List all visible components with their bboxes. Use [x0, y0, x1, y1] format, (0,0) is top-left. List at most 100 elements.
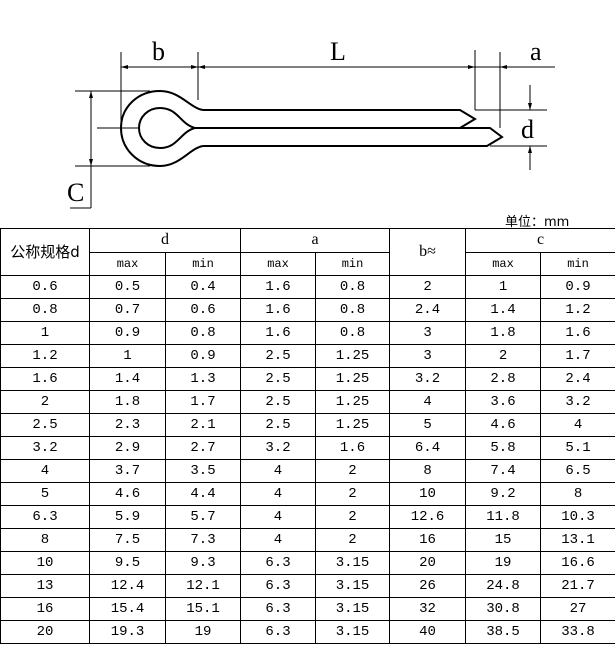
cell-a-min: 0.8	[314, 321, 391, 345]
cell-c-min: 10.3	[540, 505, 615, 529]
cell-b: 8	[389, 459, 467, 483]
cell-a-max: 6.3	[240, 551, 316, 575]
cell-nominal: 2	[0, 390, 90, 414]
cell-d-max: 15.4	[89, 597, 166, 621]
cell-c-min: 2.4	[540, 367, 615, 391]
cell-b: 32	[389, 597, 467, 621]
cell-a-min: 3.15	[314, 574, 391, 598]
cell-c-max: 2	[465, 344, 542, 368]
cell-c-max: 3.6	[465, 390, 542, 414]
cell-b: 40	[389, 620, 467, 644]
cell-d-min: 0.4	[165, 275, 241, 299]
header-c: c	[465, 228, 615, 253]
header-nominal: 公称规格d	[0, 228, 90, 276]
cell-c-max: 1.4	[465, 298, 542, 322]
cell-c-max: 38.5	[465, 620, 542, 644]
cell-a-max: 2.5	[240, 367, 316, 391]
cell-a-max: 6.3	[240, 574, 316, 598]
cell-d-min: 0.8	[165, 321, 241, 345]
cell-a-max: 1.6	[240, 275, 316, 299]
cell-c-min: 3.2	[540, 390, 615, 414]
header-b: b≈	[389, 228, 467, 276]
cell-a-max: 6.3	[240, 597, 316, 621]
cell-nominal: 10	[0, 551, 90, 575]
cell-d-max: 1.8	[89, 390, 166, 414]
cell-nominal: 16	[0, 597, 90, 621]
cell-a-min: 1.25	[314, 390, 391, 414]
cell-nominal: 20	[0, 620, 90, 644]
cell-c-min: 0.9	[540, 275, 615, 299]
cell-d-min: 1.7	[165, 390, 241, 414]
cell-nominal: 2.5	[0, 413, 90, 437]
cell-c-max: 30.8	[465, 597, 542, 621]
cell-a-max: 1.6	[240, 321, 316, 345]
cell-d-max: 19.3	[89, 620, 166, 644]
cell-d-min: 7.3	[165, 528, 241, 552]
header-a-max: max	[240, 251, 316, 276]
cell-c-min: 1.2	[540, 298, 615, 322]
label-c: C	[67, 178, 84, 207]
cell-a-max: 2.5	[240, 413, 316, 437]
header-a: a	[239, 228, 391, 253]
cell-b: 3	[389, 321, 467, 345]
cell-nominal: 0.8	[0, 298, 90, 322]
cell-a-max: 3.2	[240, 436, 316, 460]
cell-c-min: 4	[540, 413, 615, 437]
cell-d-min: 1.3	[165, 367, 241, 391]
cell-a-max: 4	[240, 459, 316, 483]
cell-c-min: 16.6	[540, 551, 615, 575]
cell-nominal: 0.6	[0, 275, 90, 299]
cell-d-max: 0.9	[89, 321, 166, 345]
cell-nominal: 3.2	[0, 436, 90, 460]
cell-d-min: 0.9	[165, 344, 241, 368]
cell-c-min: 33.8	[540, 620, 615, 644]
cell-c-min: 13.1	[540, 528, 615, 552]
label-b: b	[152, 37, 165, 66]
cell-a-min: 3.15	[314, 597, 391, 621]
cell-c-max: 15	[465, 528, 542, 552]
cell-a-min: 1.25	[314, 344, 391, 368]
cell-d-max: 2.3	[89, 413, 166, 437]
cell-d-min: 4.4	[165, 482, 241, 506]
cell-d-min: 9.3	[165, 551, 241, 575]
cell-b: 5	[389, 413, 467, 437]
cell-a-max: 4	[240, 528, 316, 552]
label-L: L	[330, 37, 346, 66]
cell-b: 12.6	[389, 505, 467, 529]
cell-d-max: 9.5	[89, 551, 166, 575]
cell-c-max: 9.2	[465, 482, 542, 506]
header-a-min: min	[314, 251, 391, 276]
cell-c-min: 5.1	[540, 436, 615, 460]
label-a: a	[530, 37, 542, 66]
cell-a-max: 2.5	[240, 390, 316, 414]
cell-a-min: 2	[314, 505, 391, 529]
cell-a-min: 2	[314, 459, 391, 483]
cell-d-max: 7.5	[89, 528, 166, 552]
label-d: d	[521, 115, 534, 144]
cell-a-min: 2	[314, 528, 391, 552]
cell-c-max: 5.8	[465, 436, 542, 460]
cell-d-min: 0.6	[165, 298, 241, 322]
cell-c-max: 11.8	[465, 505, 542, 529]
cell-c-min: 6.5	[540, 459, 615, 483]
cell-a-max: 4	[240, 482, 316, 506]
cell-c-min: 1.6	[540, 321, 615, 345]
dimension-table: 公称规格d d a b≈ c max min max min max min 0…	[0, 228, 615, 644]
cotter-pin-outline	[119, 89, 504, 168]
cell-d-max: 2.9	[89, 436, 166, 460]
header-d-max: max	[89, 251, 166, 276]
cell-c-min: 27	[540, 597, 615, 621]
cell-c-max: 7.4	[465, 459, 542, 483]
cell-d-max: 0.5	[89, 275, 166, 299]
